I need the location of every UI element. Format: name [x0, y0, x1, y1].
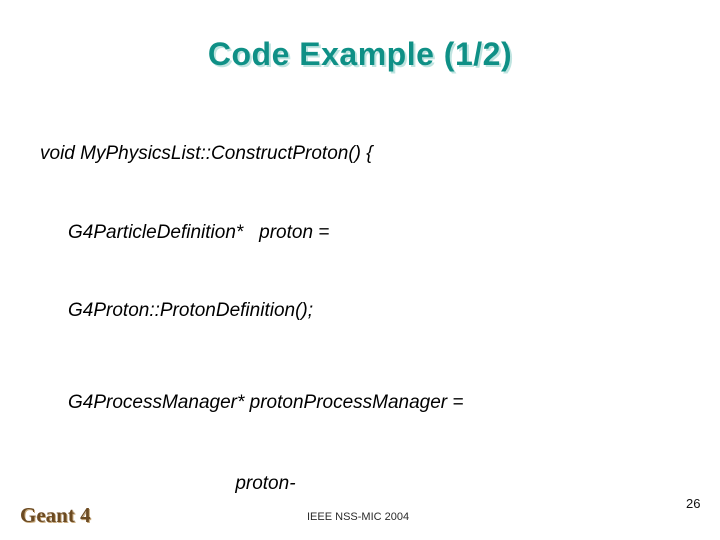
code-line: G4ParticleDefinition* proton = [68, 222, 330, 243]
code-line: G4ProcessManager* protonProcessManager = [68, 392, 464, 413]
page-title: Code Example (1/2) [207, 36, 513, 72]
code-line-wrap: proton- [40, 473, 296, 494]
code-line: G4Proton::ProtonDefinition(); [68, 300, 314, 321]
conference-label: IEEE NSS-MIC 2004 [307, 511, 410, 523]
page-number: 26 [686, 496, 701, 511]
geant4-logo: Geant 4 [20, 503, 91, 527]
code-block: void MyPhysicsList::ConstructProton() { … [40, 86, 700, 540]
code-line: void MyPhysicsList::ConstructProton() { [40, 143, 373, 164]
